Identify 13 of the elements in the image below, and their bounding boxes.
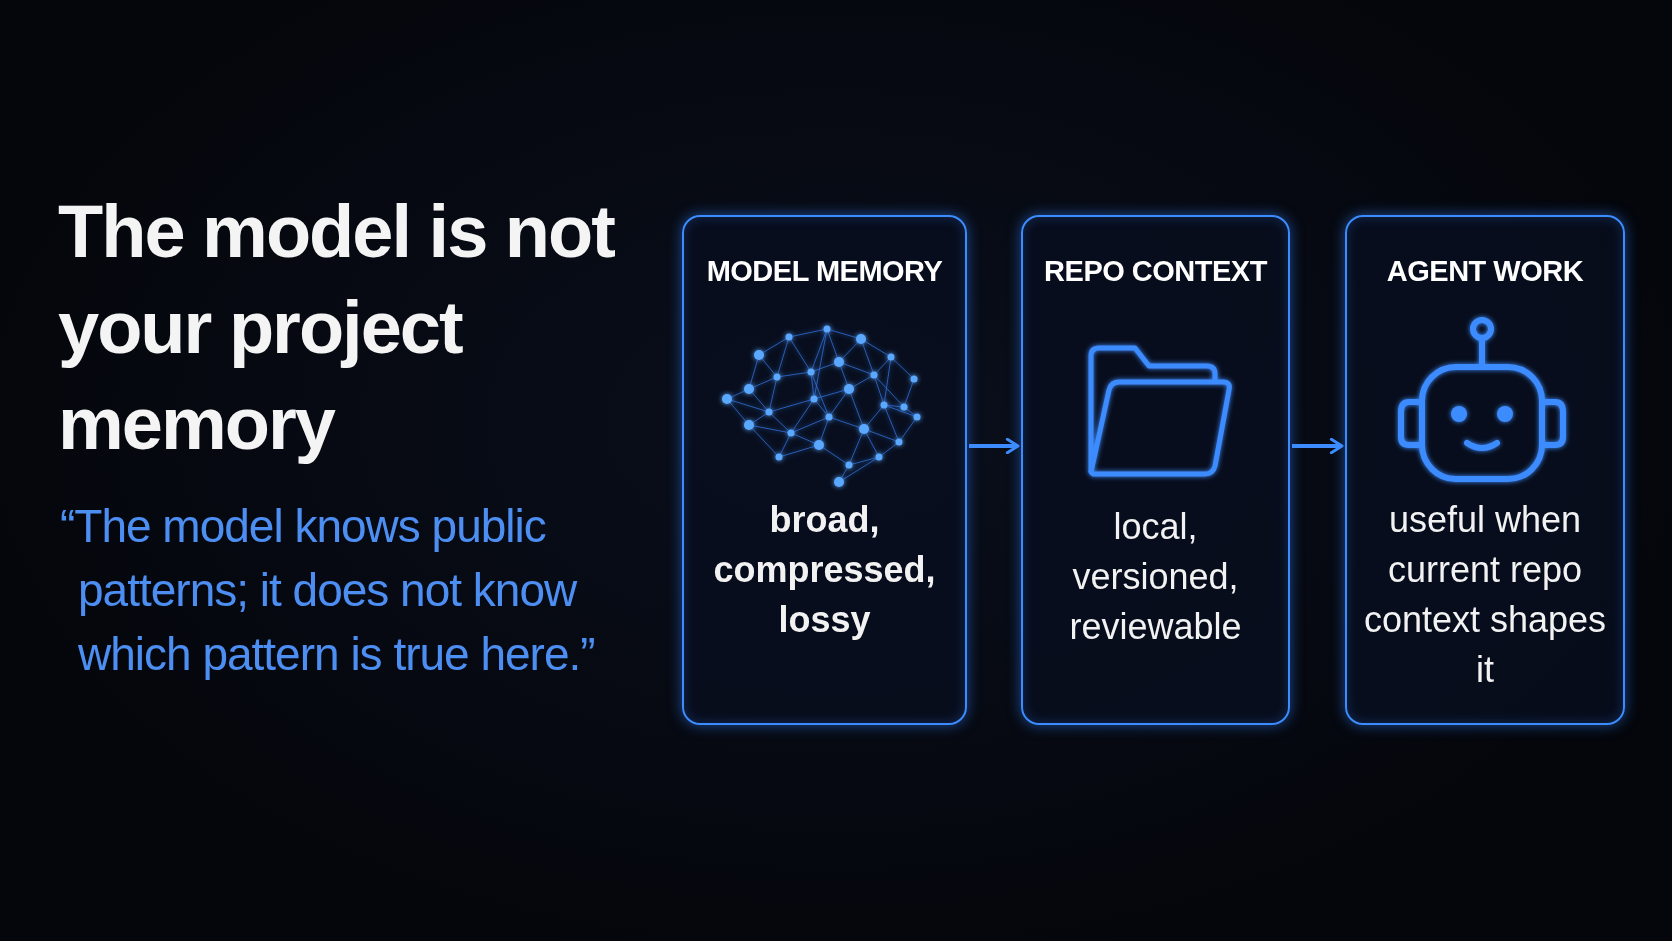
panel-card [682,215,967,725]
quote-text: “The model knows public patterns; it does not know which pattern is true here.” [60,499,596,682]
panel-card [1021,215,1290,725]
arrow [969,437,1020,455]
panel-description: useful when current repo context shapes it [1362,498,1608,692]
panel-heading: REPO CONTEXT [1043,255,1269,288]
panel-description: broad, compressed, lossy [712,498,937,642]
headline: The model is not your project memory [58,189,616,467]
panel-heading: MODEL MEMORY [705,255,944,288]
panel-heading: AGENT WORK [1385,255,1585,288]
arrow [1292,437,1344,455]
panel-card [1345,215,1625,725]
panel-description: local, versioned, reviewable [1068,505,1243,649]
